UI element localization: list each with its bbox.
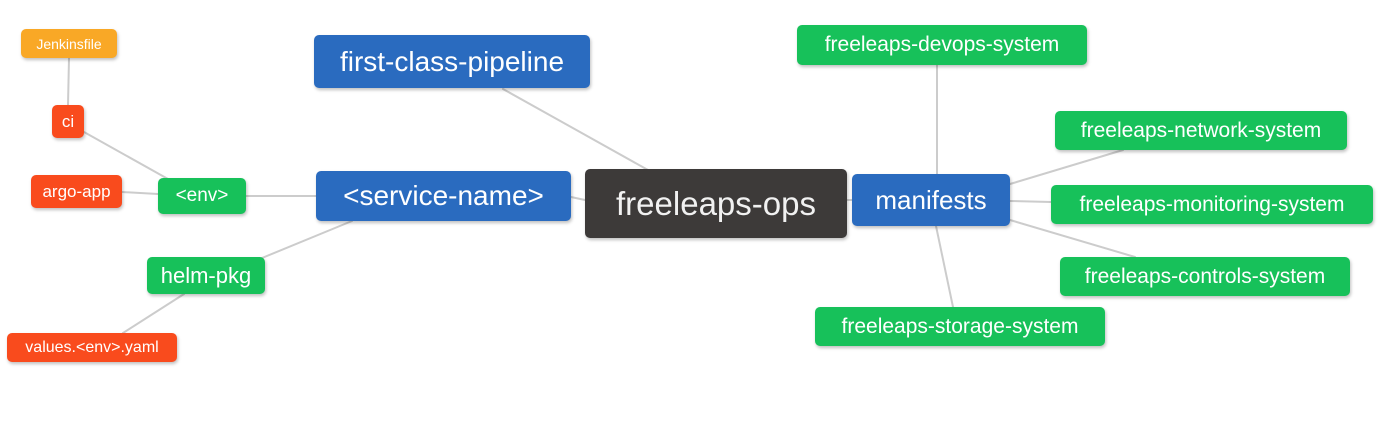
node-values-env-yaml[interactable]: values.<env>.yaml: [7, 333, 177, 362]
edge-helm-pkg-to-service-name: [261, 220, 353, 259]
node-helm-pkg[interactable]: helm-pkg: [147, 257, 265, 294]
edge-ci-to-env: [83, 131, 169, 180]
node-freeleaps-controls-system[interactable]: freeleaps-controls-system: [1060, 257, 1350, 296]
node-jenkinsfile[interactable]: Jenkinsfile: [21, 29, 117, 58]
edge-manifests-to-freeleaps-monitoring-system: [1009, 200, 1052, 203]
edge-service-name-to-freeleaps-ops: [570, 196, 586, 201]
edge-manifests-to-freeleaps-network-system: [1009, 149, 1124, 185]
edge-argo-app-to-env: [121, 191, 159, 195]
node-freeleaps-storage-system[interactable]: freeleaps-storage-system: [815, 307, 1105, 346]
edge-manifests-to-freeleaps-storage-system: [935, 225, 954, 308]
edge-manifests-to-freeleaps-controls-system: [1009, 219, 1136, 258]
node-ci[interactable]: ci: [52, 105, 84, 138]
node-first-class-pipeline[interactable]: first-class-pipeline: [314, 35, 590, 88]
node-env[interactable]: <env>: [158, 178, 246, 214]
node-freeleaps-ops[interactable]: freeleaps-ops: [585, 169, 847, 238]
edge-jenkinsfile-to-ci: [67, 57, 70, 106]
node-argo-app[interactable]: argo-app: [31, 175, 122, 208]
node-freeleaps-devops-system[interactable]: freeleaps-devops-system: [797, 25, 1087, 65]
node-freeleaps-monitoring-system[interactable]: freeleaps-monitoring-system: [1051, 185, 1373, 224]
node-service-name[interactable]: <service-name>: [316, 171, 571, 221]
node-manifests[interactable]: manifests: [852, 174, 1010, 226]
node-freeleaps-network-system[interactable]: freeleaps-network-system: [1055, 111, 1347, 150]
edge-first-class-pipeline-to-freeleaps-ops: [502, 88, 649, 171]
edge-values-env-yaml-to-helm-pkg: [122, 293, 185, 334]
